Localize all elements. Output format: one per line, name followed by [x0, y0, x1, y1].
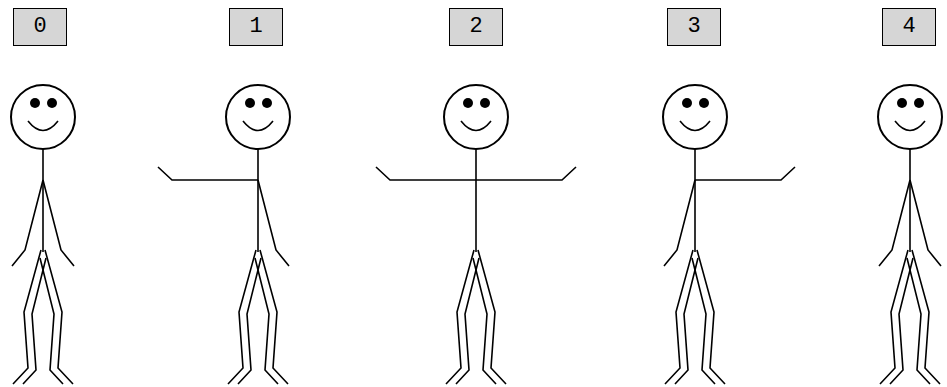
- stick-figure: [158, 85, 290, 384]
- figure-body: [226, 85, 290, 384]
- arm-down: [12, 180, 43, 266]
- arm-down: [664, 180, 695, 266]
- arm-down: [258, 180, 289, 266]
- figure-number: 4: [902, 9, 915, 44]
- arm-down: [43, 180, 74, 266]
- number-box: 1: [229, 8, 283, 46]
- arm-raised: [158, 167, 258, 180]
- figure-number: 0: [33, 9, 46, 44]
- figure-number: 3: [687, 9, 700, 44]
- number-box: 2: [449, 8, 503, 46]
- figure-body: [878, 85, 942, 384]
- figure-number: 2: [469, 9, 482, 44]
- number-box: 3: [667, 8, 721, 46]
- stick-figure: [376, 85, 576, 384]
- number-box: 4: [882, 8, 936, 46]
- stick-figure: [878, 85, 942, 384]
- stick-figure: [663, 85, 795, 384]
- arm-raised: [695, 167, 795, 180]
- stick-figure: [11, 85, 75, 384]
- number-box: 0: [13, 8, 67, 46]
- figure-number: 1: [249, 9, 262, 44]
- arm-down: [879, 180, 910, 266]
- arm-down: [910, 180, 941, 266]
- arm-raised: [476, 167, 576, 180]
- figure-body: [444, 85, 508, 384]
- figure-body: [11, 85, 75, 384]
- arm-raised: [376, 167, 476, 180]
- figure-body: [663, 85, 727, 384]
